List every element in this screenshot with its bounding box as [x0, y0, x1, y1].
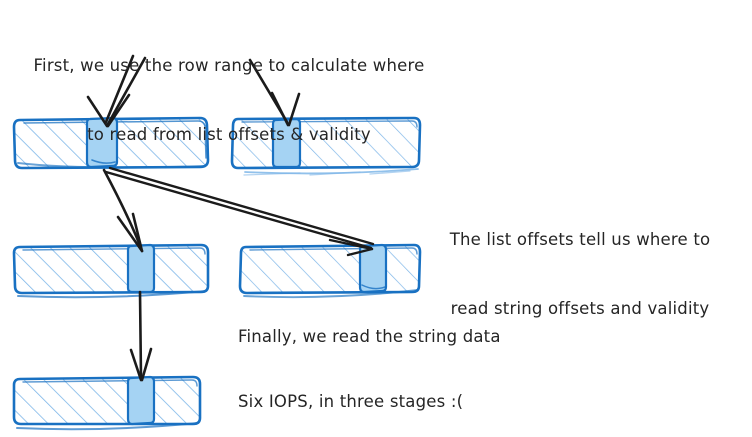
- arrow-intro-to-row1-right: [248, 58, 301, 127]
- buffer-row2-right: [238, 243, 422, 299]
- arrow-row1-to-row2-right: [104, 166, 375, 257]
- label-list-offsets: The list offsets tell us where to read s…: [410, 182, 750, 343]
- buffer-row2-left: [12, 243, 210, 299]
- label-list-offsets-line1: The list offsets tell us where to: [449, 230, 711, 249]
- label-summary: Six IOPS, in three stages :(: [238, 392, 464, 411]
- buffer-row1-right: [230, 116, 422, 176]
- buffer-row2-left-highlight: [126, 243, 156, 294]
- buffer-row3-left: [12, 375, 202, 431]
- label-intro: First, we use the row range to calculate…: [14, 8, 444, 169]
- label-list-offsets-line2: read string offsets and validity: [450, 299, 710, 318]
- buffer-row2-right-highlight: [358, 243, 388, 294]
- label-intro-line2: to read from list offsets & validity: [87, 125, 371, 144]
- arrow-row2-to-row3: [129, 290, 153, 382]
- buffer-row1-left: [12, 116, 210, 170]
- arrow-row1-to-row2-left: [102, 168, 144, 253]
- buffer-row3-left-highlight: [126, 375, 156, 426]
- arrow-intro-to-row1-left: [86, 54, 147, 128]
- label-finally: Finally, we read the string data: [238, 327, 501, 346]
- label-intro-line1: First, we use the row range to calculate…: [33, 56, 425, 75]
- buffer-row1-left-highlight: [85, 116, 119, 169]
- buffer-row1-right-highlight: [271, 117, 302, 169]
